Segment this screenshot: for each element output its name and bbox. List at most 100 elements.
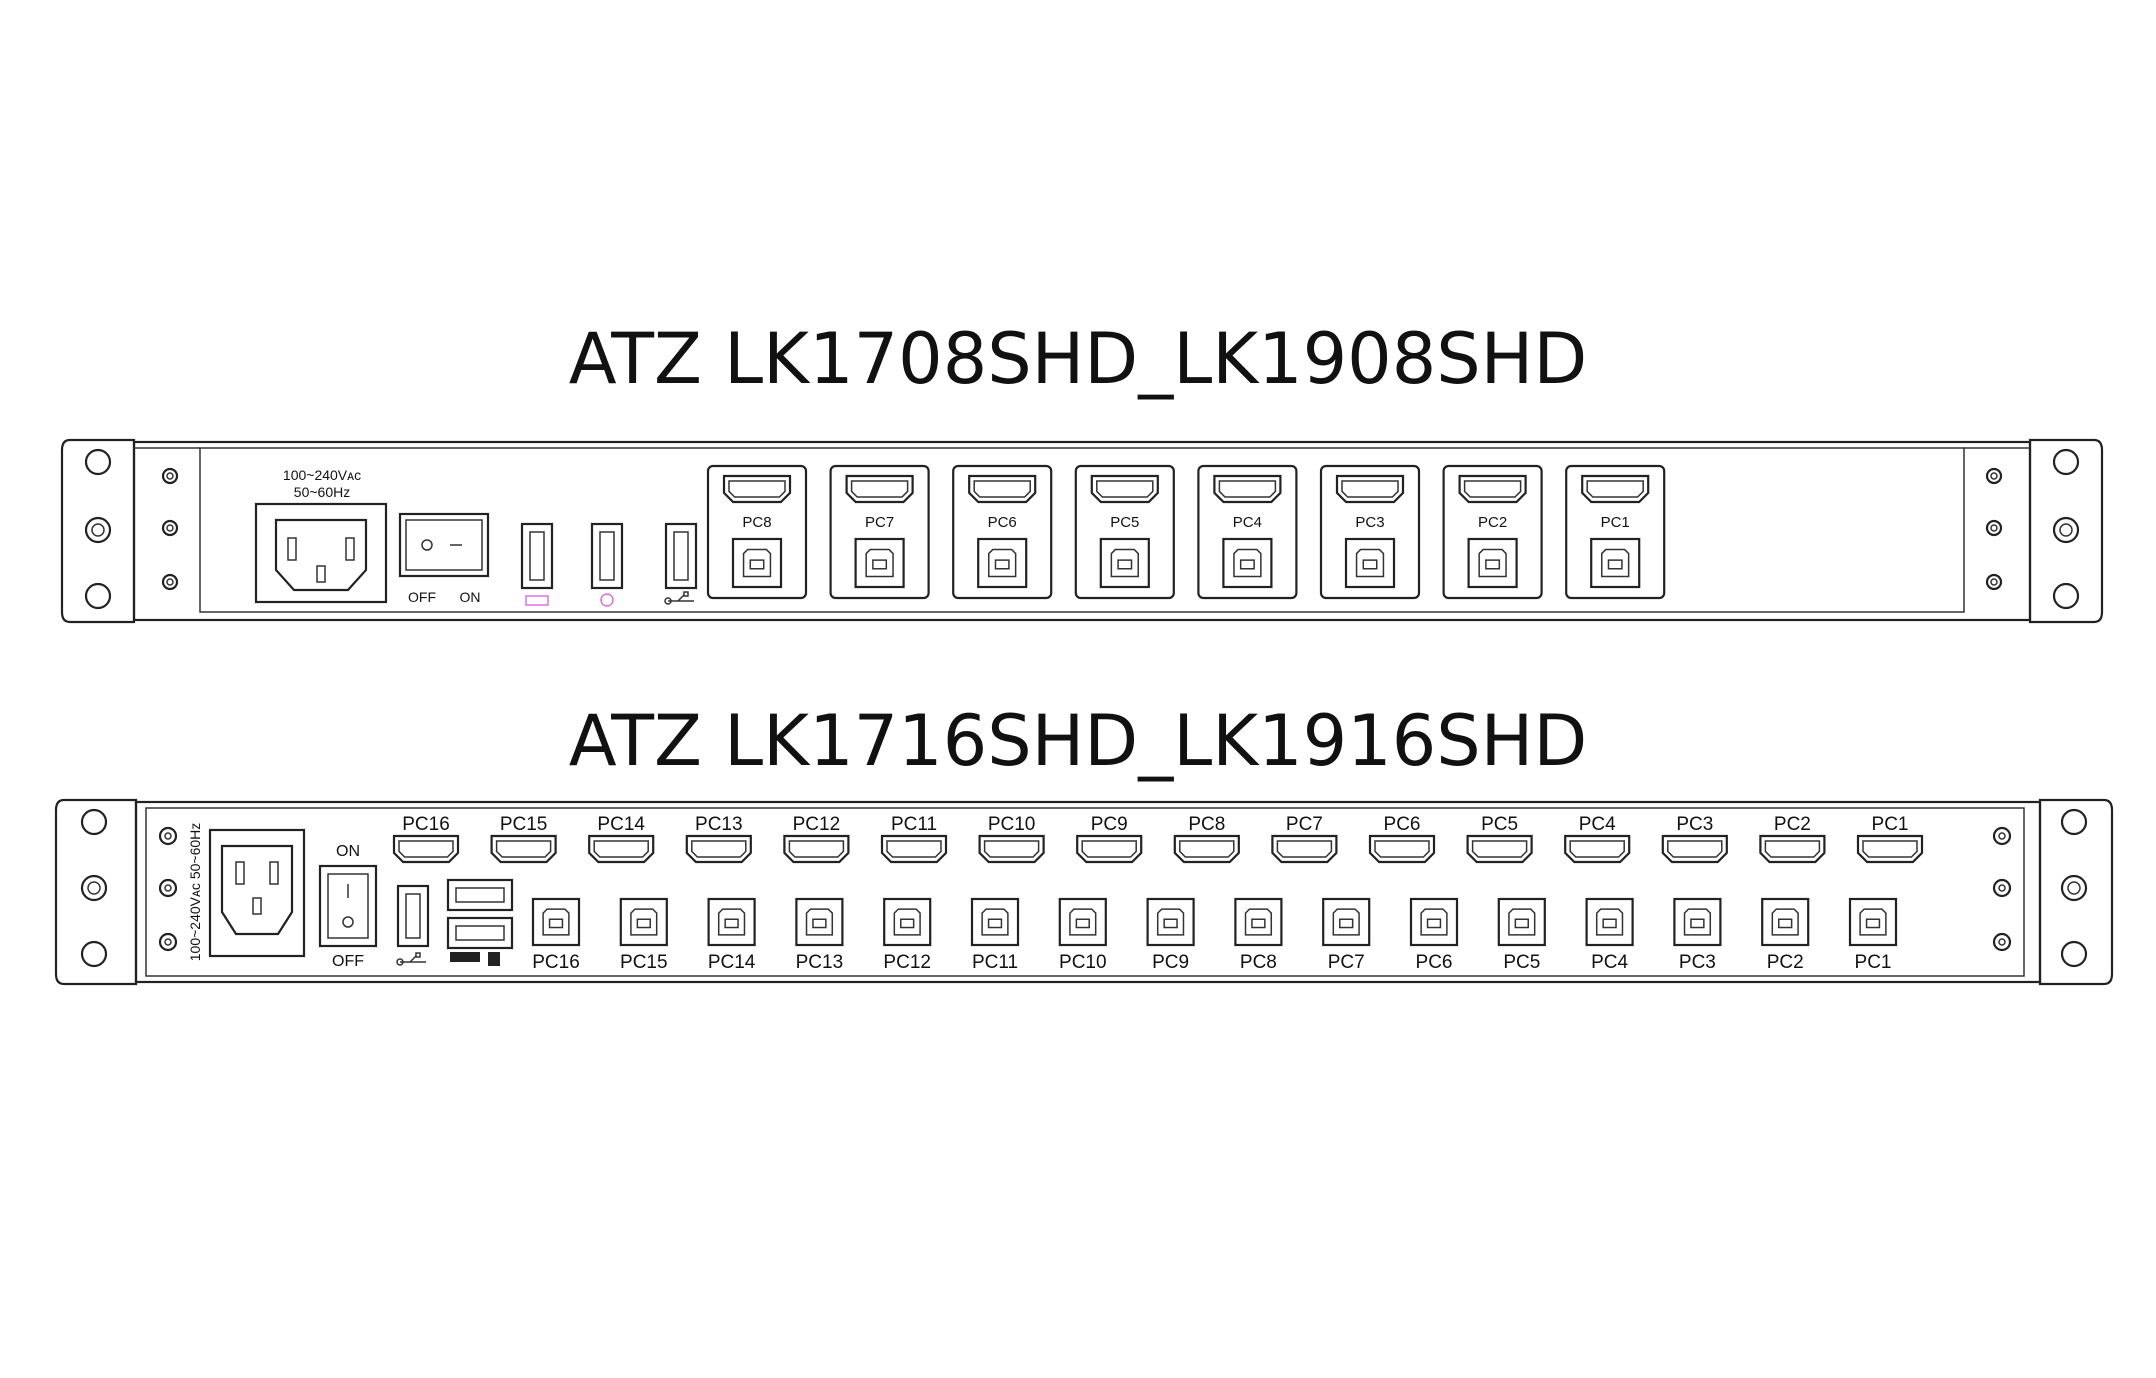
- power-switch[interactable]: [398, 512, 490, 578]
- mouse-icon: [600, 593, 614, 607]
- hdmi-port: PC16: [392, 814, 460, 864]
- rack-ear-right: [2038, 798, 2114, 986]
- usb-port-label: PC7: [1328, 952, 1365, 973]
- console-usb-ports: [520, 522, 698, 607]
- ear-hole: [80, 940, 108, 968]
- pc-port-module: PC7: [829, 464, 930, 600]
- unit8-pc-ports: PC8 PC7 PC6 PC5 PC4 PC3 PC2 PC1: [706, 464, 1666, 600]
- pc-port-label: PC4: [1233, 514, 1262, 531]
- ear-hole: [2052, 582, 2080, 610]
- usb-port-label: PC14: [708, 952, 756, 973]
- hdmi-port: PC12: [783, 814, 850, 864]
- pc-port-module: PC5: [1074, 464, 1175, 600]
- chassis: [134, 800, 2042, 984]
- hdmi-port: PC1: [1856, 814, 1924, 864]
- keyboard-icon: [450, 952, 480, 962]
- unit8-title: ATZ LK1708SHD_LK1908SHD: [568, 318, 1588, 400]
- hdmi-port-label: PC5: [1481, 814, 1518, 835]
- usb-port-label: PC10: [1059, 952, 1107, 973]
- switch-off-label: OFF: [408, 589, 436, 605]
- hdmi-port-label: PC6: [1384, 814, 1421, 835]
- usb-port-label: PC13: [796, 952, 844, 973]
- switch-on-label: ON: [336, 843, 360, 860]
- usb-port-mouse: [446, 916, 514, 950]
- ear-hole: [2052, 516, 2080, 544]
- power-inlet: [208, 828, 306, 958]
- unit16-title: ATZ LK1716SHD_LK1916SHD: [568, 700, 1588, 782]
- pc-port-label: PC3: [1355, 514, 1384, 531]
- hdmi-port-label: PC11: [891, 814, 937, 835]
- hdmi-port: PC7: [1271, 814, 1338, 864]
- usb-b-port: PC10: [1058, 897, 1107, 973]
- ear-hole: [2060, 874, 2088, 902]
- hdmi-port-label: PC9: [1091, 814, 1128, 835]
- switch-off-label: OFF: [332, 953, 364, 970]
- power-switch[interactable]: [318, 864, 378, 948]
- pc-port-module: PC4: [1197, 464, 1298, 600]
- usb-b-port: PC16: [531, 897, 581, 973]
- hdmi-port: PC6: [1368, 814, 1436, 864]
- usb-b-port: PC12: [883, 897, 932, 973]
- hdmi-port: PC11: [880, 814, 948, 864]
- ear-hole: [84, 448, 112, 476]
- keyboard-icon: [525, 595, 549, 606]
- hdmi-port-label: PC13: [695, 814, 743, 835]
- pc-port-label: PC5: [1110, 514, 1139, 531]
- usb-b-port: PC13: [795, 897, 844, 973]
- mouse-icon: [488, 952, 500, 966]
- usb-b-port: PC8: [1234, 897, 1283, 973]
- hdmi-port-label: PC7: [1286, 814, 1323, 835]
- hdmi-port: PC4: [1564, 814, 1631, 864]
- console-usb-ports: [396, 878, 514, 966]
- pc-port-module: PC6: [952, 464, 1053, 600]
- usb-port-keyboard: [446, 878, 514, 912]
- usb-port-keyboard: [520, 522, 554, 590]
- usb-port-label: PC4: [1591, 952, 1628, 973]
- ear-hole: [2052, 448, 2080, 476]
- usb-b-port: PC7: [1322, 897, 1371, 973]
- usb-icon: [396, 952, 426, 966]
- ear-hole: [2060, 808, 2088, 836]
- usb-port-general: [664, 522, 698, 590]
- hdmi-port: PC8: [1173, 814, 1240, 864]
- hdmi-port: PC5: [1466, 814, 1533, 864]
- pc-port-module: PC2: [1442, 464, 1543, 600]
- power-inlet: [254, 502, 388, 604]
- usb-port-label: PC3: [1679, 952, 1716, 973]
- unit16-panel: 100~240Vᴀᴄ 50~60Hz ON OFF: [54, 798, 2114, 986]
- usb-b-port: PC6: [1409, 897, 1459, 973]
- pc-port-module: PC1: [1565, 464, 1666, 600]
- hdmi-port-label: PC10: [988, 814, 1036, 835]
- rack-ear-left: [54, 798, 138, 986]
- usb-port-label: PC9: [1152, 952, 1189, 973]
- hdmi-port-label: PC12: [793, 814, 841, 835]
- usb-port-label: PC6: [1416, 952, 1453, 973]
- hdmi-port-label: PC4: [1579, 814, 1616, 835]
- power-rating: 100~240Vᴀᴄ 50~60Hz: [187, 823, 203, 962]
- usb-port-mouse: [590, 522, 624, 590]
- hdmi-port: PC3: [1661, 814, 1728, 864]
- usb-b-port: PC14: [707, 897, 756, 973]
- usb-b-port: PC3: [1673, 897, 1722, 973]
- usb-port-label: PC16: [532, 952, 580, 973]
- rack-ear-left: [60, 438, 136, 624]
- usb-icon: [664, 591, 694, 605]
- usb-port-label: PC5: [1503, 952, 1540, 973]
- hdmi-port: PC15: [490, 814, 557, 864]
- power-rating-frequency: 50~60Hz: [294, 484, 350, 500]
- usb-port-label: PC2: [1767, 952, 1804, 973]
- hdmi-port: PC14: [588, 814, 655, 864]
- usb-port-label: PC15: [620, 952, 668, 973]
- hdmi-port-label: PC8: [1188, 814, 1225, 835]
- pc-port-module: PC8: [706, 464, 808, 600]
- ear-hole: [2060, 940, 2088, 968]
- usb-port-label: PC12: [883, 952, 931, 973]
- pc-port-label: PC8: [742, 514, 771, 531]
- ear-hole: [80, 808, 108, 836]
- hdmi-port: PC13: [685, 814, 752, 864]
- usb-b-port: PC9: [1146, 897, 1195, 973]
- pc-port-label: PC7: [865, 514, 894, 531]
- pc-port-label: PC2: [1478, 514, 1507, 531]
